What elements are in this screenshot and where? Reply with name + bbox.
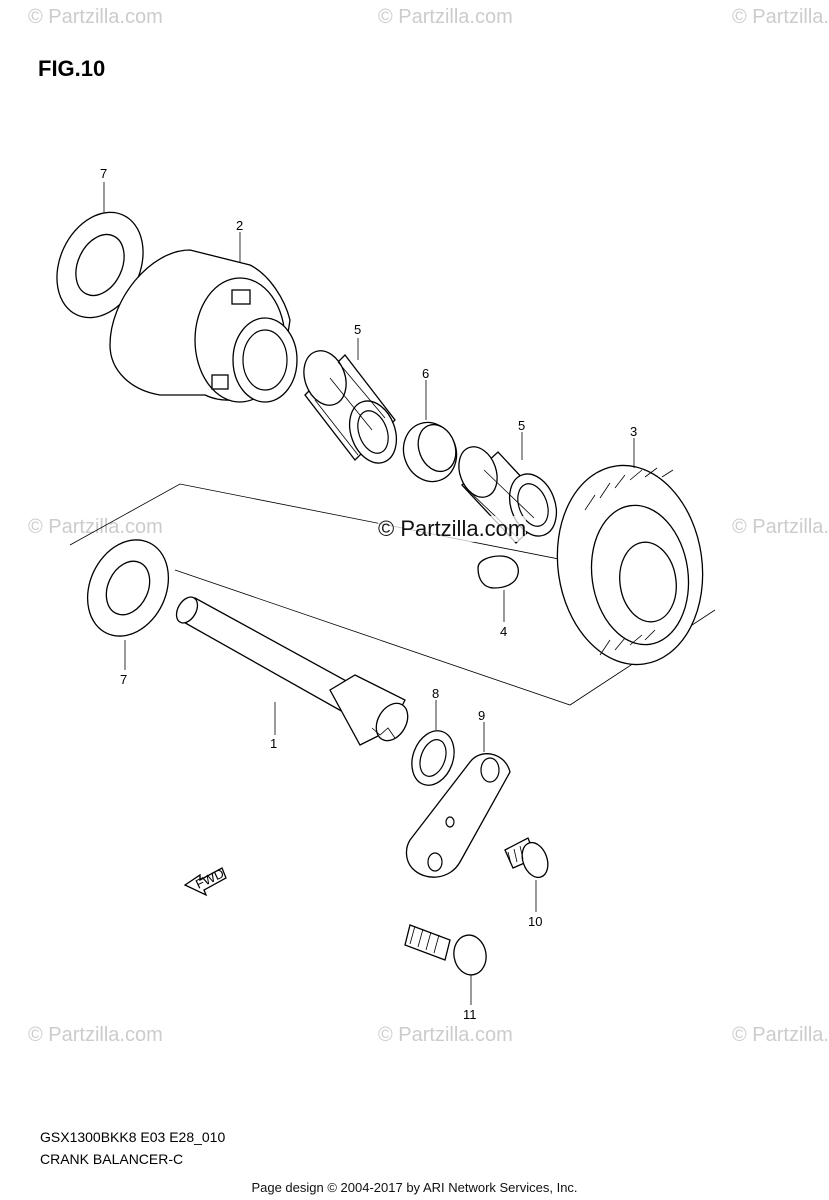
watermark: © Partzilla.com xyxy=(732,1024,829,1046)
watermark-center: © Partzilla.com xyxy=(378,516,527,542)
diagram-name: CRANK BALANCER-C xyxy=(40,1151,184,1167)
assembly-outline xyxy=(69,483,691,586)
callout-1: 1 xyxy=(270,736,277,751)
part-2-balancer-weight[interactable] xyxy=(109,249,298,403)
part-5-needle-bearing-upper[interactable] xyxy=(297,345,405,470)
part-10-bolt[interactable] xyxy=(504,837,552,881)
callout-6: 6 xyxy=(422,366,429,381)
fwd-arrow-icon: FWD xyxy=(183,866,227,897)
part-11-bolt[interactable] xyxy=(404,924,489,977)
watermark: © Partzilla.com xyxy=(378,1024,513,1046)
part-3-driven-gear[interactable] xyxy=(545,456,715,674)
watermark: © Partzilla.com xyxy=(28,516,163,538)
part-9-lever[interactable] xyxy=(405,753,511,878)
callout-9: 9 xyxy=(478,708,485,723)
part-1-balancer-shaft[interactable] xyxy=(172,593,414,746)
callout-7: 7 xyxy=(100,166,107,181)
watermark: © Partzilla.com xyxy=(378,6,513,28)
page-footer: Page design © 2004-2017 by ARI Network S… xyxy=(251,1180,578,1195)
callout-8: 8 xyxy=(432,686,439,701)
callout-7: 7 xyxy=(120,672,127,687)
watermark: © Partzilla.com xyxy=(732,516,829,538)
callout-5: 5 xyxy=(354,322,361,337)
callout-5: 5 xyxy=(518,418,525,433)
part-4-key[interactable] xyxy=(477,555,519,589)
part-8-washer[interactable] xyxy=(405,725,462,791)
watermark: © Partzilla.com xyxy=(732,6,829,28)
callout-10: 10 xyxy=(528,914,542,929)
part-6-spacer[interactable] xyxy=(395,415,464,489)
part-7-oil-seal-lower[interactable] xyxy=(72,527,183,650)
fwd-arrow-label: FWD xyxy=(193,866,226,892)
watermark: © Partzilla.com xyxy=(28,1024,163,1046)
callout-2: 2 xyxy=(236,218,243,233)
figure-title: FIG.10 xyxy=(38,56,106,81)
model-code: GSX1300BKK8 E03 E28_010 xyxy=(40,1129,226,1145)
watermark: © Partzilla.com xyxy=(28,6,163,28)
callout-11: 11 xyxy=(463,1007,477,1022)
callout-3: 3 xyxy=(630,424,637,439)
callout-4: 4 xyxy=(500,624,507,639)
part-7-oil-seal-top[interactable] xyxy=(41,198,160,332)
